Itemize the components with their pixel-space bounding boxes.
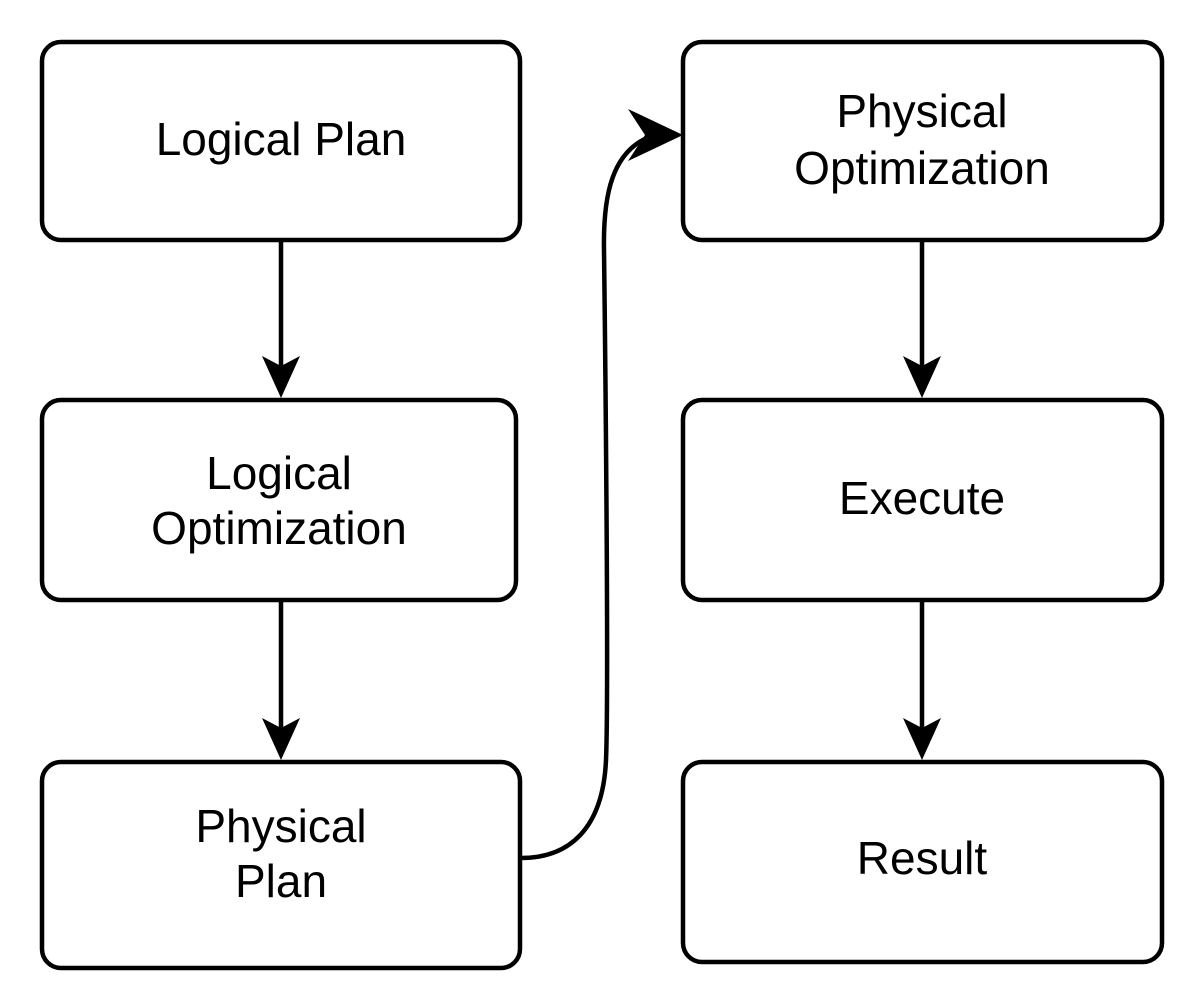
- node-label-logical-optimization-line1: Logical: [206, 447, 352, 499]
- node-label-physical-plan-line2: Plan: [235, 855, 327, 907]
- node-label-execute: Execute: [839, 472, 1005, 524]
- arrow-head-down-icon: [262, 356, 300, 398]
- arrow-head-down-icon: [903, 718, 941, 760]
- arrow-head-right-icon: [628, 109, 683, 161]
- edge-physical-optimization-to-execute: [903, 240, 941, 398]
- node-label-physical-optimization-line2: Optimization: [794, 142, 1050, 194]
- node-label-logical-plan: Logical Plan: [156, 113, 407, 165]
- node-label-logical-optimization-line2: Optimization: [151, 502, 407, 554]
- edge-logical-plan-to-logical-optimization: [262, 240, 300, 398]
- edge-physical-plan-to-physical-optimization: [518, 109, 683, 861]
- node-label-result: Result: [857, 832, 988, 884]
- arrow-head-down-icon: [903, 356, 941, 398]
- node-shape[interactable]: [39, 39, 523, 243]
- node-shape[interactable]: [680, 759, 1165, 965]
- node-physical-plan[interactable]: Physical Plan: [39, 759, 523, 971]
- node-label-physical-optimization-line1: Physical: [836, 85, 1007, 137]
- node-execute[interactable]: Execute: [680, 397, 1165, 603]
- node-result[interactable]: Result: [680, 759, 1165, 965]
- node-logical-plan[interactable]: Logical Plan: [39, 39, 523, 243]
- node-physical-optimization[interactable]: Physical Optimization: [680, 39, 1165, 243]
- node-shape[interactable]: [39, 397, 519, 603]
- edge-execute-to-result: [903, 600, 941, 760]
- edge-curve-segment: [518, 133, 655, 861]
- edge-logical-optimization-to-physical-plan: [262, 600, 300, 760]
- node-logical-optimization[interactable]: Logical Optimization: [39, 397, 519, 603]
- node-shape[interactable]: [680, 39, 1165, 243]
- node-shape[interactable]: [39, 759, 523, 971]
- arrow-head-down-icon: [262, 718, 300, 760]
- node-shape[interactable]: [680, 397, 1165, 603]
- node-label-physical-plan-line1: Physical: [195, 800, 366, 852]
